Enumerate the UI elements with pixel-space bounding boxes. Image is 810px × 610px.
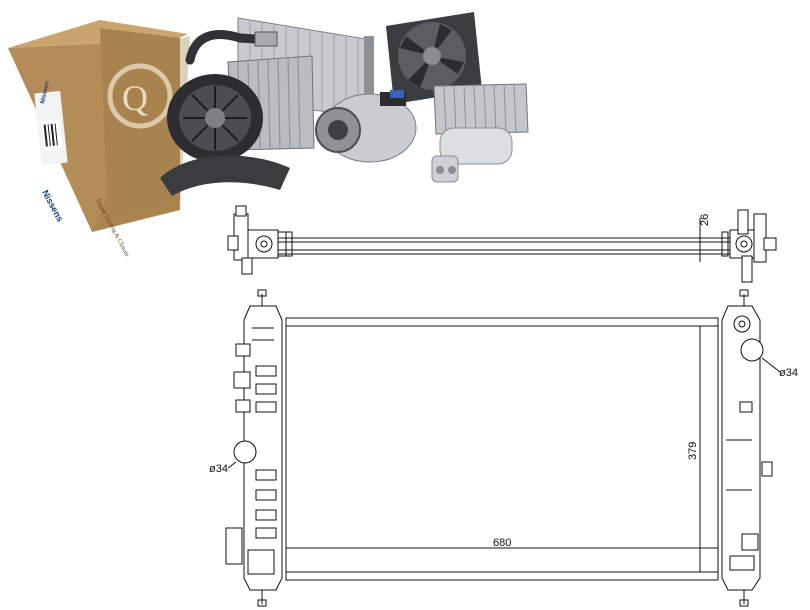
ac-hose-part [185, 30, 275, 65]
radiator-top-view [227, 205, 777, 283]
cardboard-box: Nissens Nissens Engine Cooling & Climate… [8, 20, 190, 258]
heater-core-part [433, 83, 529, 135]
radiator-front-view [225, 289, 781, 607]
width-dimension-label: 680 [493, 537, 511, 549]
outlet-diameter-label: ø34 [779, 367, 798, 379]
box-brand-side: Nissens [40, 80, 51, 104]
svg-text:Q: Q [122, 78, 148, 118]
blower-motor-part [160, 74, 290, 196]
height-dimension-label: 379 [687, 442, 699, 460]
inlet-diameter-label: ø34 [209, 463, 228, 475]
radiator-fan-part [386, 12, 482, 104]
product-photo: Nissens Nissens Engine Cooling & Climate… [8, 12, 529, 258]
receiver-drier-part [431, 127, 513, 183]
ac-compressor-part [315, 90, 417, 163]
thickness-dimension-label: 26 [699, 214, 711, 226]
box-brand-front: Nissens [40, 188, 65, 223]
